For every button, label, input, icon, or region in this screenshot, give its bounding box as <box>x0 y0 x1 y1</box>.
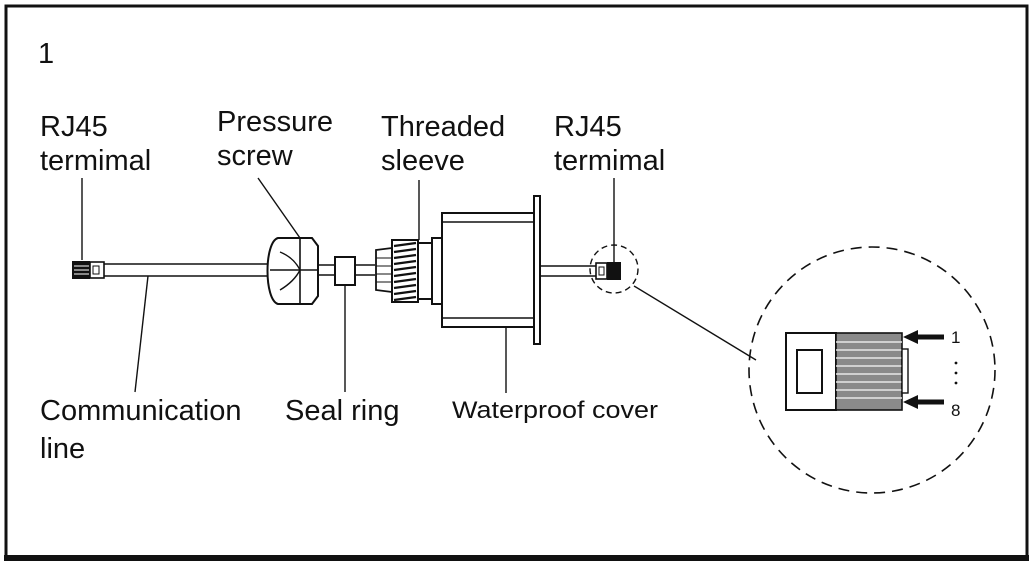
rj45-right-label-line2: termimal <box>554 145 665 177</box>
threaded-sleeve <box>375 237 443 305</box>
pin-dots <box>954 361 958 385</box>
rj45-right-label-line1: RJ45 <box>554 111 622 143</box>
leader-communication-line <box>134 275 149 393</box>
threaded-sleeve-label-line2: sleeve <box>381 145 465 177</box>
pressure-screw-label-line2: screw <box>217 140 294 172</box>
waterproof-cover <box>441 195 541 345</box>
detail-callout-large-circle <box>748 246 996 494</box>
pressure-screw <box>266 237 319 305</box>
step-number: 1 <box>38 38 54 70</box>
rj45-left-plug <box>72 261 105 279</box>
seal-ring-label: Seal ring <box>285 395 399 427</box>
communication-line-label-line1: Communication <box>40 395 241 427</box>
pin-1-arrow <box>903 330 944 344</box>
rj45-right-plug <box>595 262 621 280</box>
waterproof-cover-label: Waterproof cover <box>452 397 658 424</box>
rj45-left-label-line1: RJ45 <box>40 111 108 143</box>
seal-ring <box>334 256 356 286</box>
detail-connector-line <box>633 285 757 361</box>
leader-pressure-screw <box>257 177 301 239</box>
pin-8-arrow <box>903 395 944 409</box>
pin-8-label: 8 <box>951 401 960 420</box>
rj45-plug-detail <box>785 332 909 411</box>
rj45-left-label-line2: termimal <box>40 145 151 177</box>
threaded-sleeve-label-line1: Threaded <box>381 111 505 143</box>
right-cable <box>540 265 596 277</box>
pressure-screw-label-line1: Pressure <box>217 106 333 138</box>
leader-lines <box>81 177 615 393</box>
communication-line-label-line2: line <box>40 433 85 465</box>
pin-1-label: 1 <box>951 328 960 347</box>
